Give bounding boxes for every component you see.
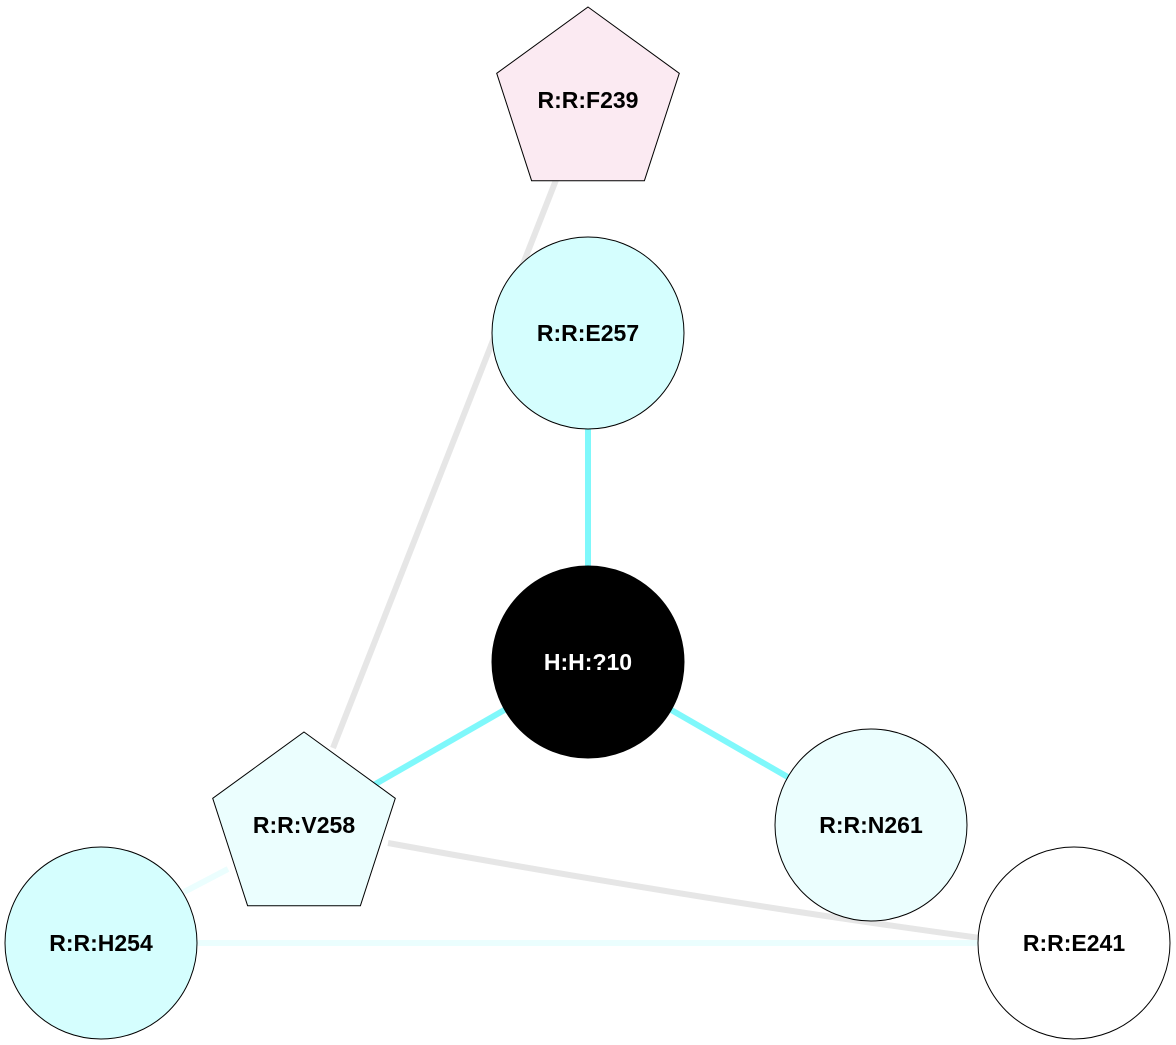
- node-shape-e241: [977, 846, 1171, 1040]
- node-shape-h10: [491, 565, 685, 759]
- node-shape-f239: [496, 6, 680, 182]
- node-v258[interactable]: R:R:V258: [212, 731, 396, 907]
- node-shape-e257: [491, 236, 685, 430]
- node-h254[interactable]: R:R:H254: [4, 846, 198, 1040]
- node-shape-v258: [212, 731, 396, 907]
- node-label-v258: R:R:V258: [253, 812, 355, 838]
- edge-v258-e241: [387, 840, 981, 941]
- node-shape-h254: [4, 846, 198, 1040]
- node-label-h10: H:H:?10: [544, 649, 632, 675]
- node-label-f239: R:R:F239: [538, 87, 639, 113]
- node-label-n261: R:R:N261: [819, 812, 923, 838]
- node-n261[interactable]: R:R:N261: [774, 728, 968, 922]
- node-label-e257: R:R:E257: [537, 320, 639, 346]
- node-label-e241: R:R:E241: [1023, 930, 1125, 956]
- edge-v258-h254: [182, 866, 230, 895]
- node-shape-n261: [774, 728, 968, 922]
- node-e241[interactable]: R:R:E241: [977, 846, 1171, 1040]
- node-h10[interactable]: H:H:?10: [491, 565, 685, 759]
- node-f239[interactable]: R:R:F239: [496, 6, 680, 182]
- node-e257[interactable]: R:R:E257: [491, 236, 685, 430]
- node-label-h254: R:R:H254: [49, 930, 153, 956]
